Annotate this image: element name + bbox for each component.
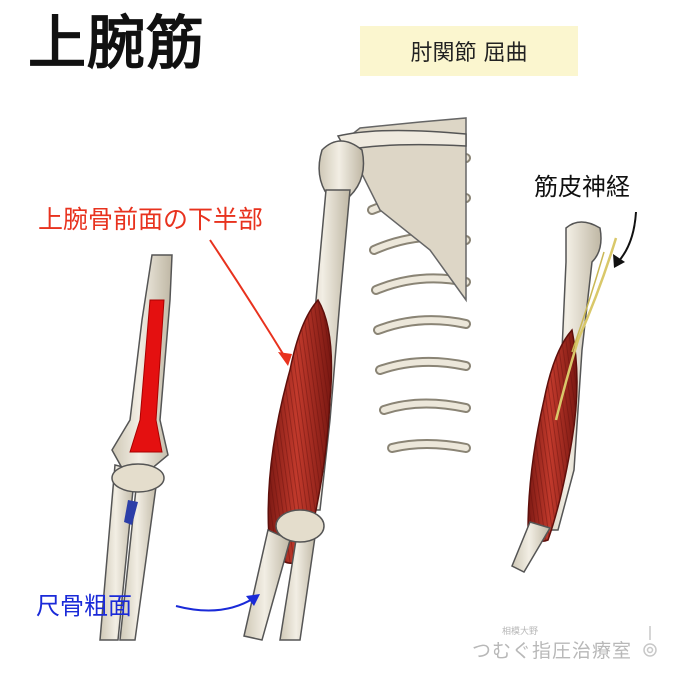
nerve-arrow — [617, 211, 637, 263]
musculocutaneous-nerve — [554, 237, 618, 421]
insertion-highlight-mark — [124, 500, 138, 525]
middle-arm-figure — [243, 117, 471, 641]
insertion-arrowhead — [246, 594, 260, 606]
origin-arrow — [209, 239, 289, 363]
clavicle — [336, 129, 467, 151]
origin-arrowhead — [278, 352, 292, 366]
logo-clinic-name: つむぐ指圧治療室 — [472, 640, 633, 662]
left-arm-figure — [99, 254, 173, 641]
origin-label: 上腕骨前面の下半部 — [38, 205, 264, 234]
middle-elbow-joint — [275, 509, 325, 543]
insertion-label: 尺骨粗面 — [36, 592, 132, 620]
right-forearm — [511, 521, 552, 573]
left-elbow-joint — [111, 463, 165, 493]
page-title: 上腕筋 — [28, 9, 206, 77]
nerve-label: 筋皮神経 — [534, 173, 630, 201]
insertion-arrow — [175, 597, 255, 612]
action-tag-text: 肘関節 屈曲 — [410, 41, 528, 66]
scapula — [344, 117, 467, 303]
action-tag: 肘関節 屈曲 — [360, 26, 578, 76]
brachialis-fibers — [268, 300, 332, 564]
logo-swirl-icon — [643, 626, 657, 657]
right-brachialis-fibers — [528, 330, 577, 542]
humerus-head — [318, 140, 365, 197]
nerve-arrowhead — [613, 254, 625, 268]
logo-location-text: 相模大野 — [502, 627, 539, 637]
musculocutaneous-nerve-branch — [571, 251, 605, 353]
right-arm-figure — [511, 221, 618, 573]
origin-highlight-area — [129, 299, 165, 453]
